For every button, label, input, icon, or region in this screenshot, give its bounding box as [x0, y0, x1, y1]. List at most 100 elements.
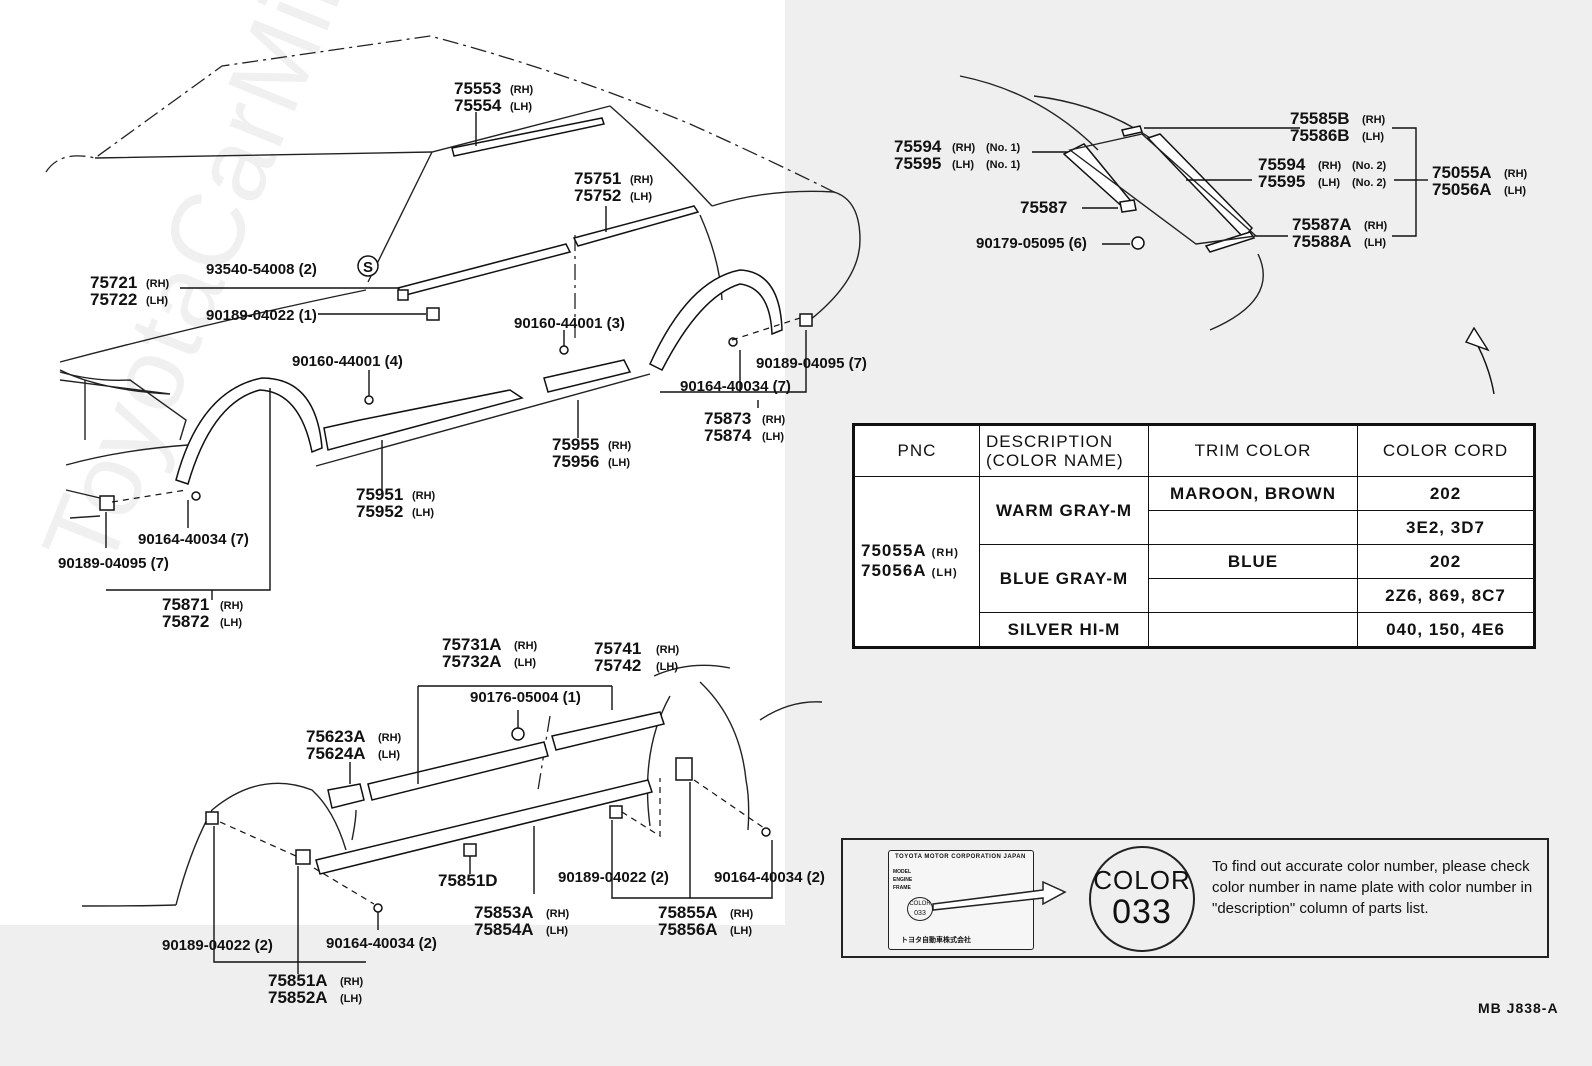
- label-rh: (RH): [762, 414, 786, 426]
- label-75594-no1: 75594: [894, 137, 942, 156]
- note-text: To find out accurate color number, pleas…: [1212, 858, 1533, 917]
- table-row: SILVER HI-M 040, 150, 4E6: [854, 612, 1535, 648]
- screw-90160-a: [559, 345, 569, 355]
- label-90164-40034-2a: 90164-40034 (2): [714, 869, 825, 886]
- header-pnc: PNC: [853, 424, 980, 477]
- screw-90164-d: [761, 827, 771, 837]
- label-75585B: 75585B: [1290, 109, 1350, 128]
- label-lh: (LH): [730, 925, 752, 937]
- molding-75741: [551, 711, 665, 751]
- label-90189-04022-2a: 90189-04022 (2): [558, 869, 669, 886]
- diagram-code: MB J838-A: [1478, 1000, 1559, 1016]
- pnc-cell: 75055A (RH) 75056A (LH): [853, 476, 980, 648]
- table-row: 3E2, 3D7: [854, 510, 1535, 545]
- lower-moldings: [205, 711, 771, 913]
- label-rh: (RH): [608, 440, 632, 452]
- wheel-arch-75873: [649, 269, 783, 372]
- label-rh: (RH): [1504, 168, 1528, 180]
- s-mark-circle: [357, 255, 379, 277]
- label-75873: 75873: [704, 409, 751, 428]
- label-lh: (LH): [656, 661, 678, 673]
- label-rh: (RH): [630, 174, 654, 186]
- label-rh: (RH): [1362, 114, 1386, 126]
- label-lh: (LH): [1362, 131, 1384, 143]
- label-75742: 75742: [594, 656, 641, 675]
- label-75595-no1: 75595: [894, 154, 941, 173]
- label-lh: (LH): [220, 617, 242, 629]
- molding-75721: [396, 243, 572, 297]
- step-plate-75951: [323, 389, 524, 451]
- cord-cell: 202: [1357, 544, 1535, 579]
- label-rh: (RH): [220, 600, 244, 612]
- label-90160-44001-4: 90160-44001 (4): [292, 353, 403, 370]
- pnc-lh-suffix: (LH): [931, 566, 958, 579]
- label-75055A: 75055A: [1432, 163, 1492, 182]
- label-75851D: 75851D: [438, 871, 498, 890]
- step-plate-75955: [543, 359, 632, 393]
- molding-75594-no1: [1062, 143, 1131, 212]
- color-circle-label: COLOR: [1093, 865, 1191, 895]
- molding-75623A: [327, 783, 365, 809]
- clip-90189-d: [205, 811, 219, 825]
- label-90160-44001-3: 90160-44001 (3): [514, 315, 625, 332]
- label-90189-04022-2b: 90189-04022 (2): [162, 937, 273, 954]
- upper-car-outline: [45, 35, 861, 519]
- label-lh: (LH): [952, 159, 974, 171]
- label-90164-40034-7b: 90164-40034 (7): [138, 531, 249, 548]
- label-75722: 75722: [90, 290, 137, 309]
- label-lh: (LH): [762, 431, 784, 443]
- label-lh: (LH): [340, 993, 362, 1005]
- molding-75553: [451, 117, 605, 157]
- plate-title: TOYOTA MOTOR CORPORATION JAPAN: [895, 854, 1026, 860]
- label-lh: (LH): [1504, 185, 1526, 197]
- label-90189-04095-7b: 90189-04095 (7): [58, 555, 169, 572]
- nut-90179: [1131, 236, 1145, 250]
- desc-cell: BLUE GRAY-M: [979, 544, 1149, 613]
- label-rh: (RH): [514, 640, 538, 652]
- header-trim-color: TRIM COLOR: [1148, 424, 1358, 477]
- label-no1: (No. 1): [986, 159, 1021, 171]
- label-lh: (LH): [510, 101, 532, 113]
- label-rh: (RH): [378, 732, 402, 744]
- label-75955: 75955: [552, 435, 599, 454]
- clip-90189-a: [426, 307, 440, 321]
- label-90176-05004: 90176-05004 (1): [470, 689, 581, 706]
- label-rh: (RH): [546, 908, 570, 920]
- label-75553: 75553: [454, 79, 501, 98]
- screw-90160-b: [364, 395, 374, 405]
- label-75586B: 75586B: [1290, 126, 1350, 145]
- lower-car-outline: [81, 664, 823, 907]
- label-lh: (LH): [378, 749, 400, 761]
- lower-leaders: [213, 685, 773, 974]
- molding-75751: [572, 205, 700, 247]
- label-75951: 75951: [356, 485, 403, 504]
- label-lh: (LH): [412, 507, 434, 519]
- label-75874: 75874: [704, 426, 752, 445]
- label-90189-04022-1: 90189-04022 (1): [206, 307, 317, 324]
- label-75588A: 75588A: [1292, 232, 1352, 251]
- wheel-arch-75871: [175, 377, 323, 485]
- label-75871: 75871: [162, 595, 209, 614]
- label-rh: (RH): [656, 644, 680, 656]
- label-75752: 75752: [574, 186, 621, 205]
- label-75624A: 75624A: [306, 744, 366, 763]
- label-s-mark: S: [363, 259, 373, 276]
- label-no2: (No. 2): [1352, 177, 1387, 189]
- label-90164-40034-2b: 90164-40034 (2): [326, 935, 437, 952]
- trim-cell: [1148, 510, 1358, 545]
- upper-moldings: [99, 117, 813, 511]
- label-lh: (LH): [1318, 177, 1340, 189]
- clip-90189-c: [99, 495, 115, 511]
- molding-75587A: [1204, 231, 1256, 253]
- clip-75587: [1119, 199, 1137, 213]
- plate-row-engine: ENGINE: [893, 877, 913, 883]
- color-table: PNC DESCRIPTION (COLOR NAME) TRIM COLOR …: [852, 423, 1536, 649]
- label-75856A: 75856A: [658, 920, 718, 939]
- label-75855A: 75855A: [658, 903, 718, 922]
- bracket-75851A: [295, 849, 311, 865]
- label-75741: 75741: [594, 639, 641, 658]
- label-lh: (LH): [608, 457, 630, 469]
- label-rh: (RH): [952, 142, 976, 154]
- label-75587A: 75587A: [1292, 215, 1352, 234]
